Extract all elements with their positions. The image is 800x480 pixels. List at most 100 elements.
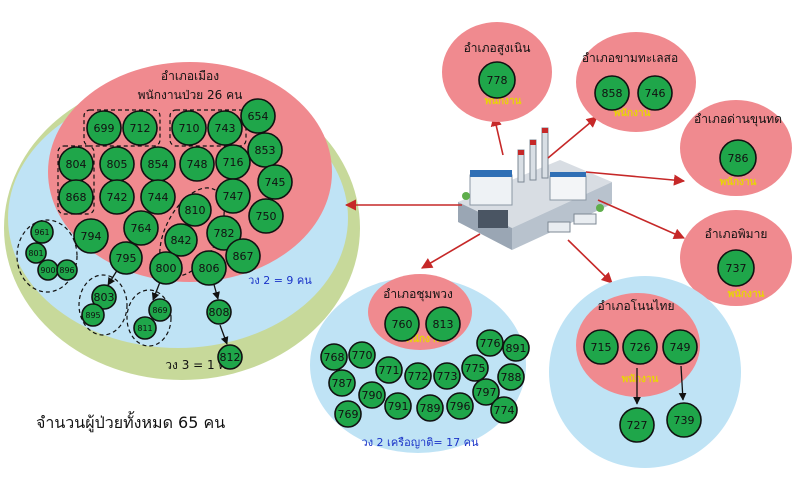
chumphuang-patient-797: 797 xyxy=(472,378,500,406)
mueang-patient-806: 806 xyxy=(191,250,227,286)
patient-id-label: 744 xyxy=(148,191,169,204)
dankhunthot-title: อำเภอด่านขุนทด xyxy=(694,112,782,127)
chumphuang-patient-788: 788 xyxy=(497,363,525,391)
patient-id-label: 760 xyxy=(392,318,413,331)
nonthai-patient-749: 749 xyxy=(662,329,698,365)
chumphuang-patient-768: 768 xyxy=(320,343,348,371)
nonthai-patient-715: 715 xyxy=(583,329,619,365)
patient-id-label: 773 xyxy=(437,370,458,383)
mueang-patient-748: 748 xyxy=(179,146,215,182)
patient-id-label: 813 xyxy=(433,318,454,331)
mueang-patient-867: 867 xyxy=(225,238,261,274)
mueang-ring3-label: วง 3 = 1 คน xyxy=(165,358,234,372)
arrow-to-nonthai xyxy=(567,239,613,284)
patient-node xyxy=(73,218,109,254)
mueang-patient-654: 654 xyxy=(240,98,276,134)
nonthai-patient-726: 726 xyxy=(622,329,658,365)
patient-id-label: 812 xyxy=(220,351,241,364)
khamthalesor-staff: พนักงาน xyxy=(614,107,651,119)
patient-node xyxy=(178,193,212,227)
mueang-patient-853: 853 xyxy=(247,132,283,168)
patient-node xyxy=(502,334,530,362)
patient-node xyxy=(191,250,227,286)
patient-node xyxy=(164,223,198,257)
patient-id-label: 805 xyxy=(107,158,128,171)
chumphuang-patient-775: 775 xyxy=(461,354,489,382)
patient-id-label: 774 xyxy=(494,404,515,417)
patient-id-label: 654 xyxy=(248,110,269,123)
patient-id-label: 775 xyxy=(465,362,486,375)
patient-id-label: 748 xyxy=(187,158,208,171)
patient-id-label: 712 xyxy=(130,122,151,135)
patient-node xyxy=(384,392,412,420)
chumphuang-patient-813: 813 xyxy=(425,306,461,342)
patient-node xyxy=(257,164,293,200)
patient-id-label: 789 xyxy=(420,402,441,415)
mueang-patient-810: 810 xyxy=(178,193,212,227)
patient-id-label: 801 xyxy=(28,249,43,258)
patient-id-label: 858 xyxy=(602,87,623,100)
mueang-patient-812: 812 xyxy=(217,344,243,370)
patient-id-label: 961 xyxy=(34,228,49,237)
patient-node xyxy=(109,241,143,275)
mueang-patient-895: 895 xyxy=(81,303,105,327)
patient-node xyxy=(472,378,500,406)
dankhunthot-patient-786: 786 xyxy=(719,139,757,177)
patient-id-label: 867 xyxy=(233,250,254,263)
phimai-staff: พนักงาน xyxy=(728,288,765,300)
patient-id-label: 746 xyxy=(645,87,666,100)
patient-node xyxy=(384,306,420,342)
patient-id-label: 895 xyxy=(85,311,100,320)
cluster-803-895 xyxy=(78,274,128,336)
patient-node xyxy=(56,259,78,281)
chumphuang-patient-771: 771 xyxy=(375,356,403,384)
mueang-patient-868: 868 xyxy=(58,179,94,215)
cluster-961-896 xyxy=(16,219,78,293)
patient-node xyxy=(179,146,215,182)
patient-id-label: 803 xyxy=(94,291,115,304)
mueang-patient-961: 961 xyxy=(30,220,54,244)
patient-node xyxy=(206,215,242,251)
nonthai-arrows xyxy=(633,365,687,405)
nonthai-staff: พนักงาน xyxy=(622,373,659,385)
patient-id-label: 811 xyxy=(137,324,152,333)
patient-node xyxy=(215,178,251,214)
patient-id-label: 772 xyxy=(408,370,429,383)
patient-id-label: 790 xyxy=(362,389,383,402)
patient-id-label: 770 xyxy=(352,349,373,362)
mueang-patient-750: 750 xyxy=(248,198,284,234)
patient-id-label: 726 xyxy=(630,341,651,354)
chumphuang-patient-790: 790 xyxy=(358,381,386,409)
patient-node xyxy=(619,407,655,443)
patient-id-label: 778 xyxy=(487,74,508,87)
patient-id-label: 804 xyxy=(66,158,87,171)
mueang-patient-854: 854 xyxy=(140,146,176,182)
patient-id-label: 764 xyxy=(131,222,152,235)
nonthai-patient-727: 727 xyxy=(619,407,655,443)
patient-node xyxy=(583,329,619,365)
patient-id-label: 782 xyxy=(214,227,235,240)
chumphuang-patient-774: 774 xyxy=(490,396,518,424)
chumphuang-patient-769: 769 xyxy=(334,400,362,428)
patient-node xyxy=(358,381,386,409)
chumphuang-patient-770: 770 xyxy=(348,341,376,369)
patient-id-label: 810 xyxy=(185,204,206,217)
patient-node xyxy=(248,198,284,234)
patient-id-label: 771 xyxy=(379,364,400,377)
patient-id-label: 715 xyxy=(591,341,612,354)
patient-node xyxy=(622,329,658,365)
cluster-699-712 xyxy=(83,109,161,147)
phimai-title: อำเภอพิมาย xyxy=(705,227,768,241)
chumphuang-patient-789: 789 xyxy=(416,394,444,422)
patient-node xyxy=(433,362,461,390)
patient-id-label: 716 xyxy=(223,156,244,169)
arrow-to-sungnoen xyxy=(490,114,504,156)
mueang-patient-712: 712 xyxy=(122,110,158,146)
chumphuang-patient-773: 773 xyxy=(433,362,461,390)
mueang-patient-699: 699 xyxy=(86,110,122,146)
patient-node xyxy=(58,179,94,215)
nonthai-title: อำเภอโนนไทย xyxy=(598,299,675,313)
chumphuang-patient-776: 776 xyxy=(476,329,504,357)
mueang-patient-800: 800 xyxy=(149,251,183,285)
patient-id-label: 786 xyxy=(728,152,749,165)
